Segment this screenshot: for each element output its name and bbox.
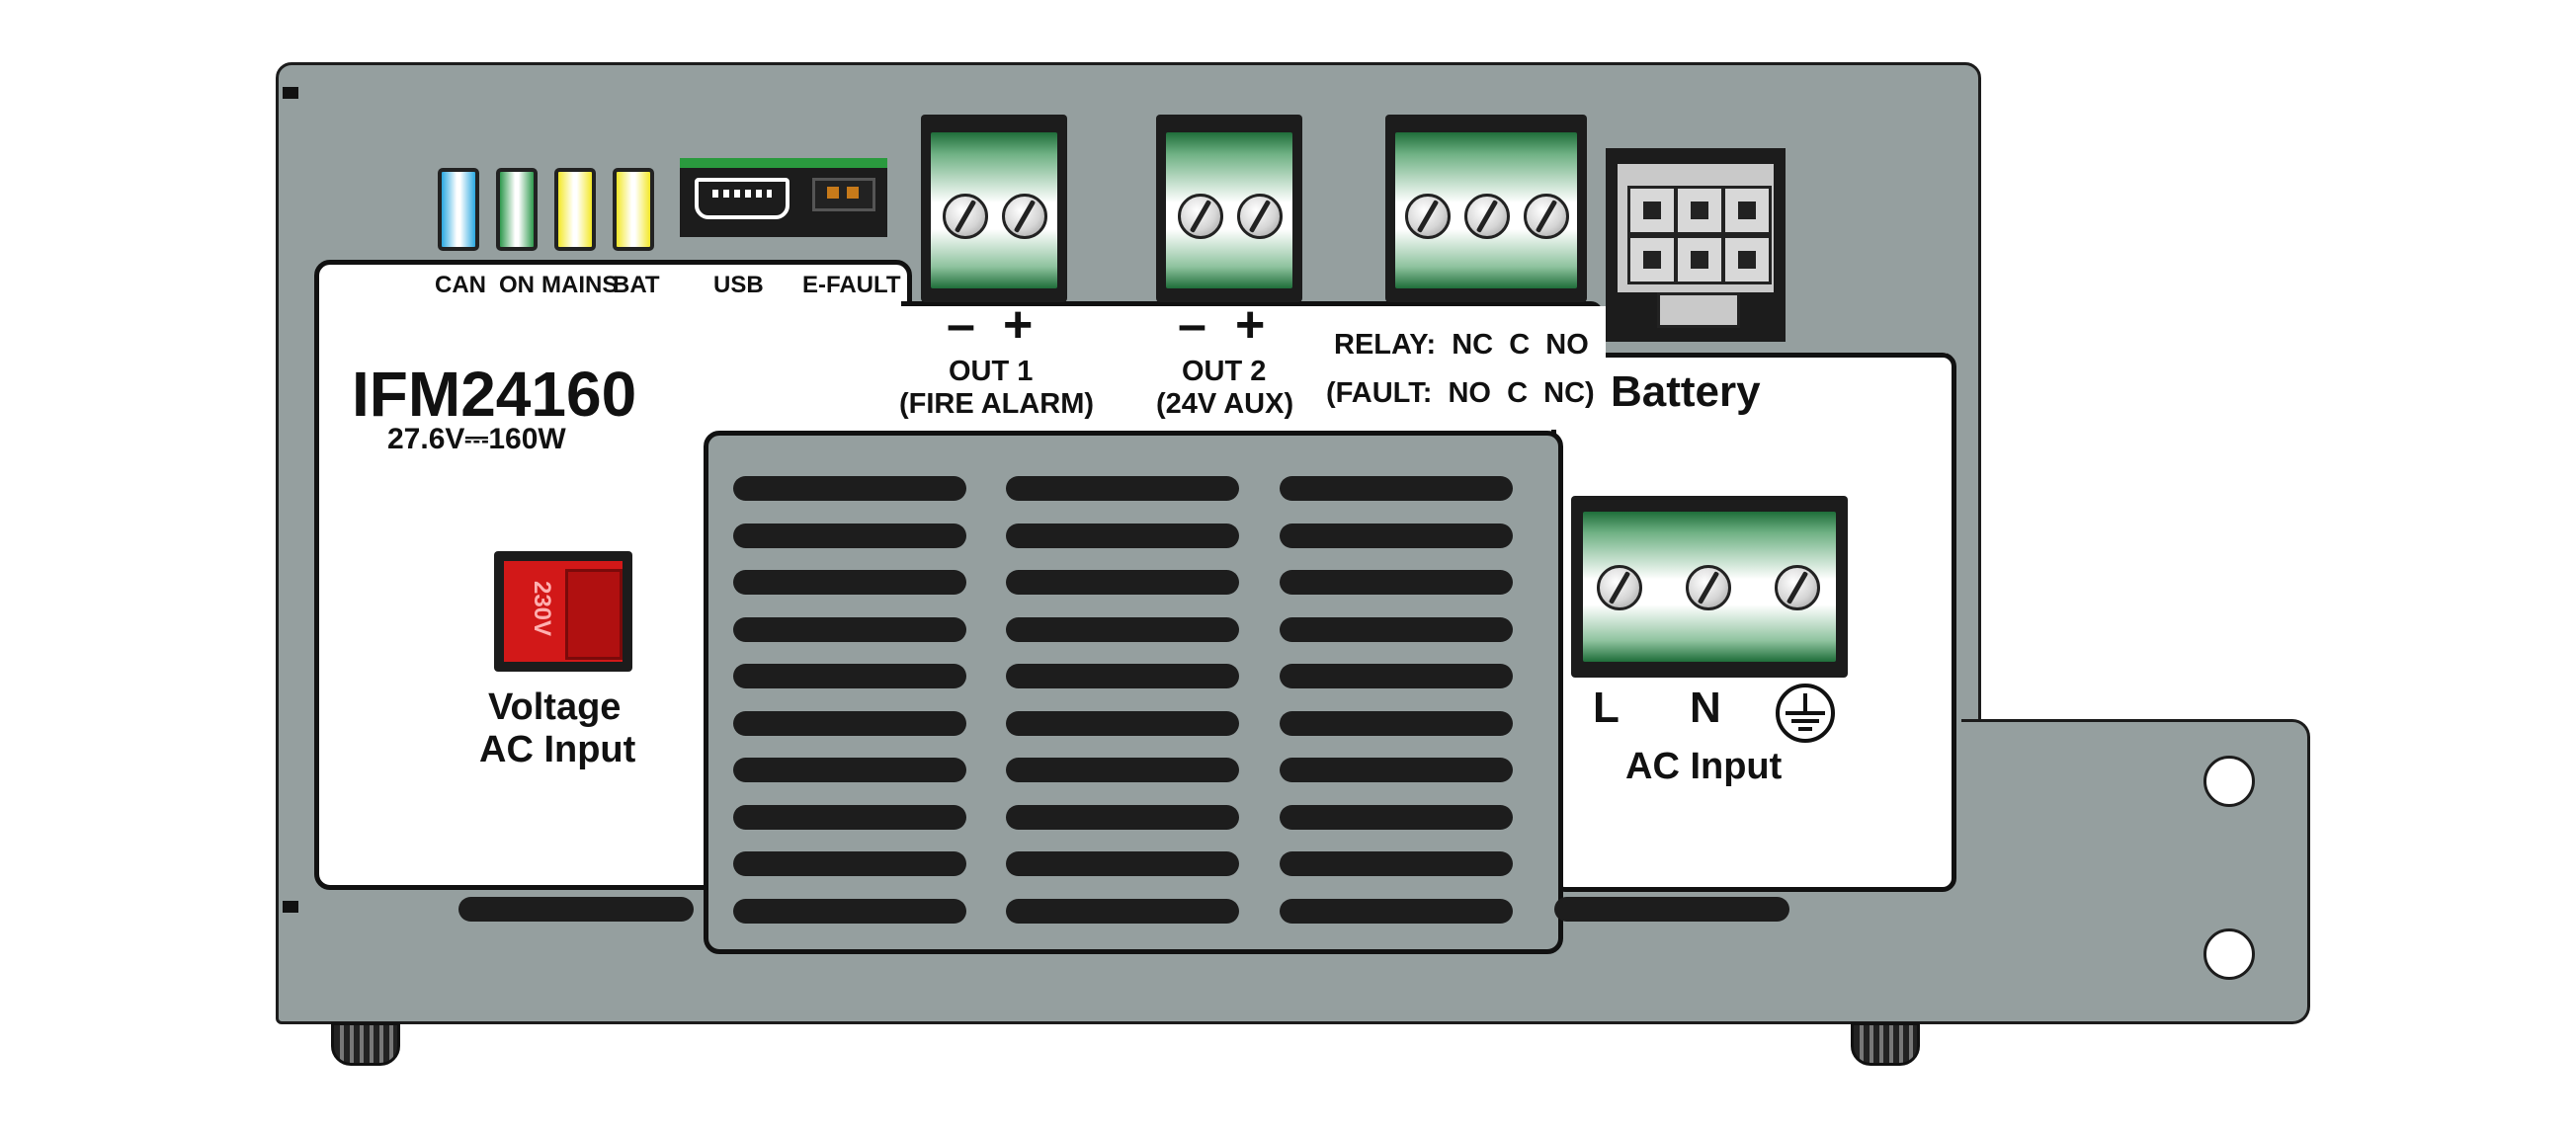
usb-port-icon[interactable] <box>695 178 789 219</box>
ac-line-label: L <box>1593 684 1620 732</box>
mounting-hole-top <box>2203 756 2255 807</box>
rubber-foot-right <box>1851 1022 1920 1066</box>
battery-pin-icon <box>1675 186 1724 235</box>
vent-slot <box>733 570 966 595</box>
model-name: IFM24160 <box>352 359 637 430</box>
battery-pin-icon <box>1627 186 1677 235</box>
on-led-icon <box>496 168 538 251</box>
out1-plus-label: + <box>1003 296 1034 354</box>
vent-slot <box>733 476 966 501</box>
vent-slot <box>733 898 966 924</box>
model-rating: 27.6V⎓160W <box>387 423 566 455</box>
usb-label: USB <box>713 272 764 298</box>
screw-icon <box>1237 194 1283 239</box>
vent-slot <box>733 758 966 782</box>
vent-slot <box>1006 710 1239 736</box>
mounting-hole-bottom <box>2203 928 2255 980</box>
fault-label: (FAULT: NO C NC) <box>1326 377 1595 409</box>
relay-label: RELAY: NC C NO <box>1334 329 1589 361</box>
voltage-ac-input-label: AC Input <box>479 729 636 770</box>
can-led-icon <box>438 168 479 251</box>
switch-voltage-text: 230V <box>529 580 555 637</box>
mounting-bracket <box>1961 719 2310 1024</box>
out1-title: OUT 1 <box>949 356 1034 387</box>
case-notch-top <box>283 87 298 99</box>
battery-label: Battery <box>1611 367 1761 416</box>
can-led-label: CAN <box>435 272 486 298</box>
out1-terminal-block[interactable] <box>921 115 1067 302</box>
ac-input-label: AC Input <box>1625 746 1783 787</box>
ac-neutral-label: N <box>1690 684 1721 732</box>
vent-slot-bottom-left <box>458 897 694 922</box>
ac-input-terminal-block[interactable] <box>1571 496 1848 678</box>
label-panel-fill <box>894 306 1606 430</box>
screw-icon <box>1524 194 1569 239</box>
out1-minus-label: – <box>947 296 975 354</box>
vent-slot <box>1006 570 1239 595</box>
vent-slot <box>733 664 966 688</box>
vent-slot <box>1280 758 1513 782</box>
vent-slot <box>1006 523 1239 548</box>
screw-icon <box>1002 194 1047 239</box>
vent-slot <box>1006 898 1239 924</box>
relay-terminal-block[interactable] <box>1385 115 1587 302</box>
vent-slot <box>1006 616 1239 642</box>
vent-slot <box>1006 758 1239 782</box>
vent-slot <box>733 523 966 548</box>
case-notch-bottom <box>283 901 298 913</box>
out1-subtitle: (FIRE ALARM) <box>899 388 1095 420</box>
vent-slot <box>1006 851 1239 876</box>
battery-pin-icon <box>1675 235 1724 284</box>
screw-icon <box>1597 565 1642 610</box>
vent-slot <box>1280 476 1513 501</box>
screw-icon <box>1464 194 1510 239</box>
battery-pin-icon <box>1722 186 1772 235</box>
vent-slot <box>1280 804 1513 830</box>
screw-icon <box>1178 194 1223 239</box>
vent-slot <box>1006 664 1239 688</box>
screw-icon <box>1405 194 1451 239</box>
bat-led-label: BAT <box>613 272 660 298</box>
rubber-foot-left <box>331 1022 400 1066</box>
vent-slot <box>733 804 966 830</box>
vent-slot <box>1006 804 1239 830</box>
earth-ground-icon <box>1776 684 1835 743</box>
screw-icon <box>1686 565 1731 610</box>
out2-subtitle: (24V AUX) <box>1156 388 1294 420</box>
voltage-label: Voltage <box>488 686 622 728</box>
out2-title: OUT 2 <box>1182 356 1267 387</box>
vent-slot <box>733 851 966 876</box>
vent-slot <box>1280 851 1513 876</box>
label-panel-fill-2 <box>1556 358 1942 433</box>
vent-slot <box>1280 898 1513 924</box>
out2-plus-label: + <box>1235 296 1266 354</box>
vent-slot <box>1280 664 1513 688</box>
voltage-selector-switch[interactable]: 230V <box>494 551 632 672</box>
battery-pin-icon <box>1722 235 1772 284</box>
efault-label: E-FAULT <box>802 272 901 298</box>
screw-icon <box>1775 565 1820 610</box>
mains-led-label: MAINS <box>541 272 619 298</box>
mains-led-icon <box>554 168 596 251</box>
vent-slot <box>1280 710 1513 736</box>
bat-led-icon <box>613 168 654 251</box>
battery-connector[interactable] <box>1606 148 1786 342</box>
out2-terminal-block[interactable] <box>1156 115 1302 302</box>
vent-slot <box>1280 523 1513 548</box>
vent-slot <box>1280 616 1513 642</box>
vent-slot <box>733 616 966 642</box>
efault-connector-icon[interactable] <box>812 178 875 211</box>
vent-slot <box>733 710 966 736</box>
vent-slot-bottom-right <box>1554 897 1789 922</box>
out2-minus-label: – <box>1178 296 1206 354</box>
on-led-label: ON <box>499 272 535 298</box>
battery-pin-icon <box>1627 235 1677 284</box>
vent-slot <box>1280 570 1513 595</box>
screw-icon <box>943 194 988 239</box>
vent-slot <box>1006 476 1239 501</box>
